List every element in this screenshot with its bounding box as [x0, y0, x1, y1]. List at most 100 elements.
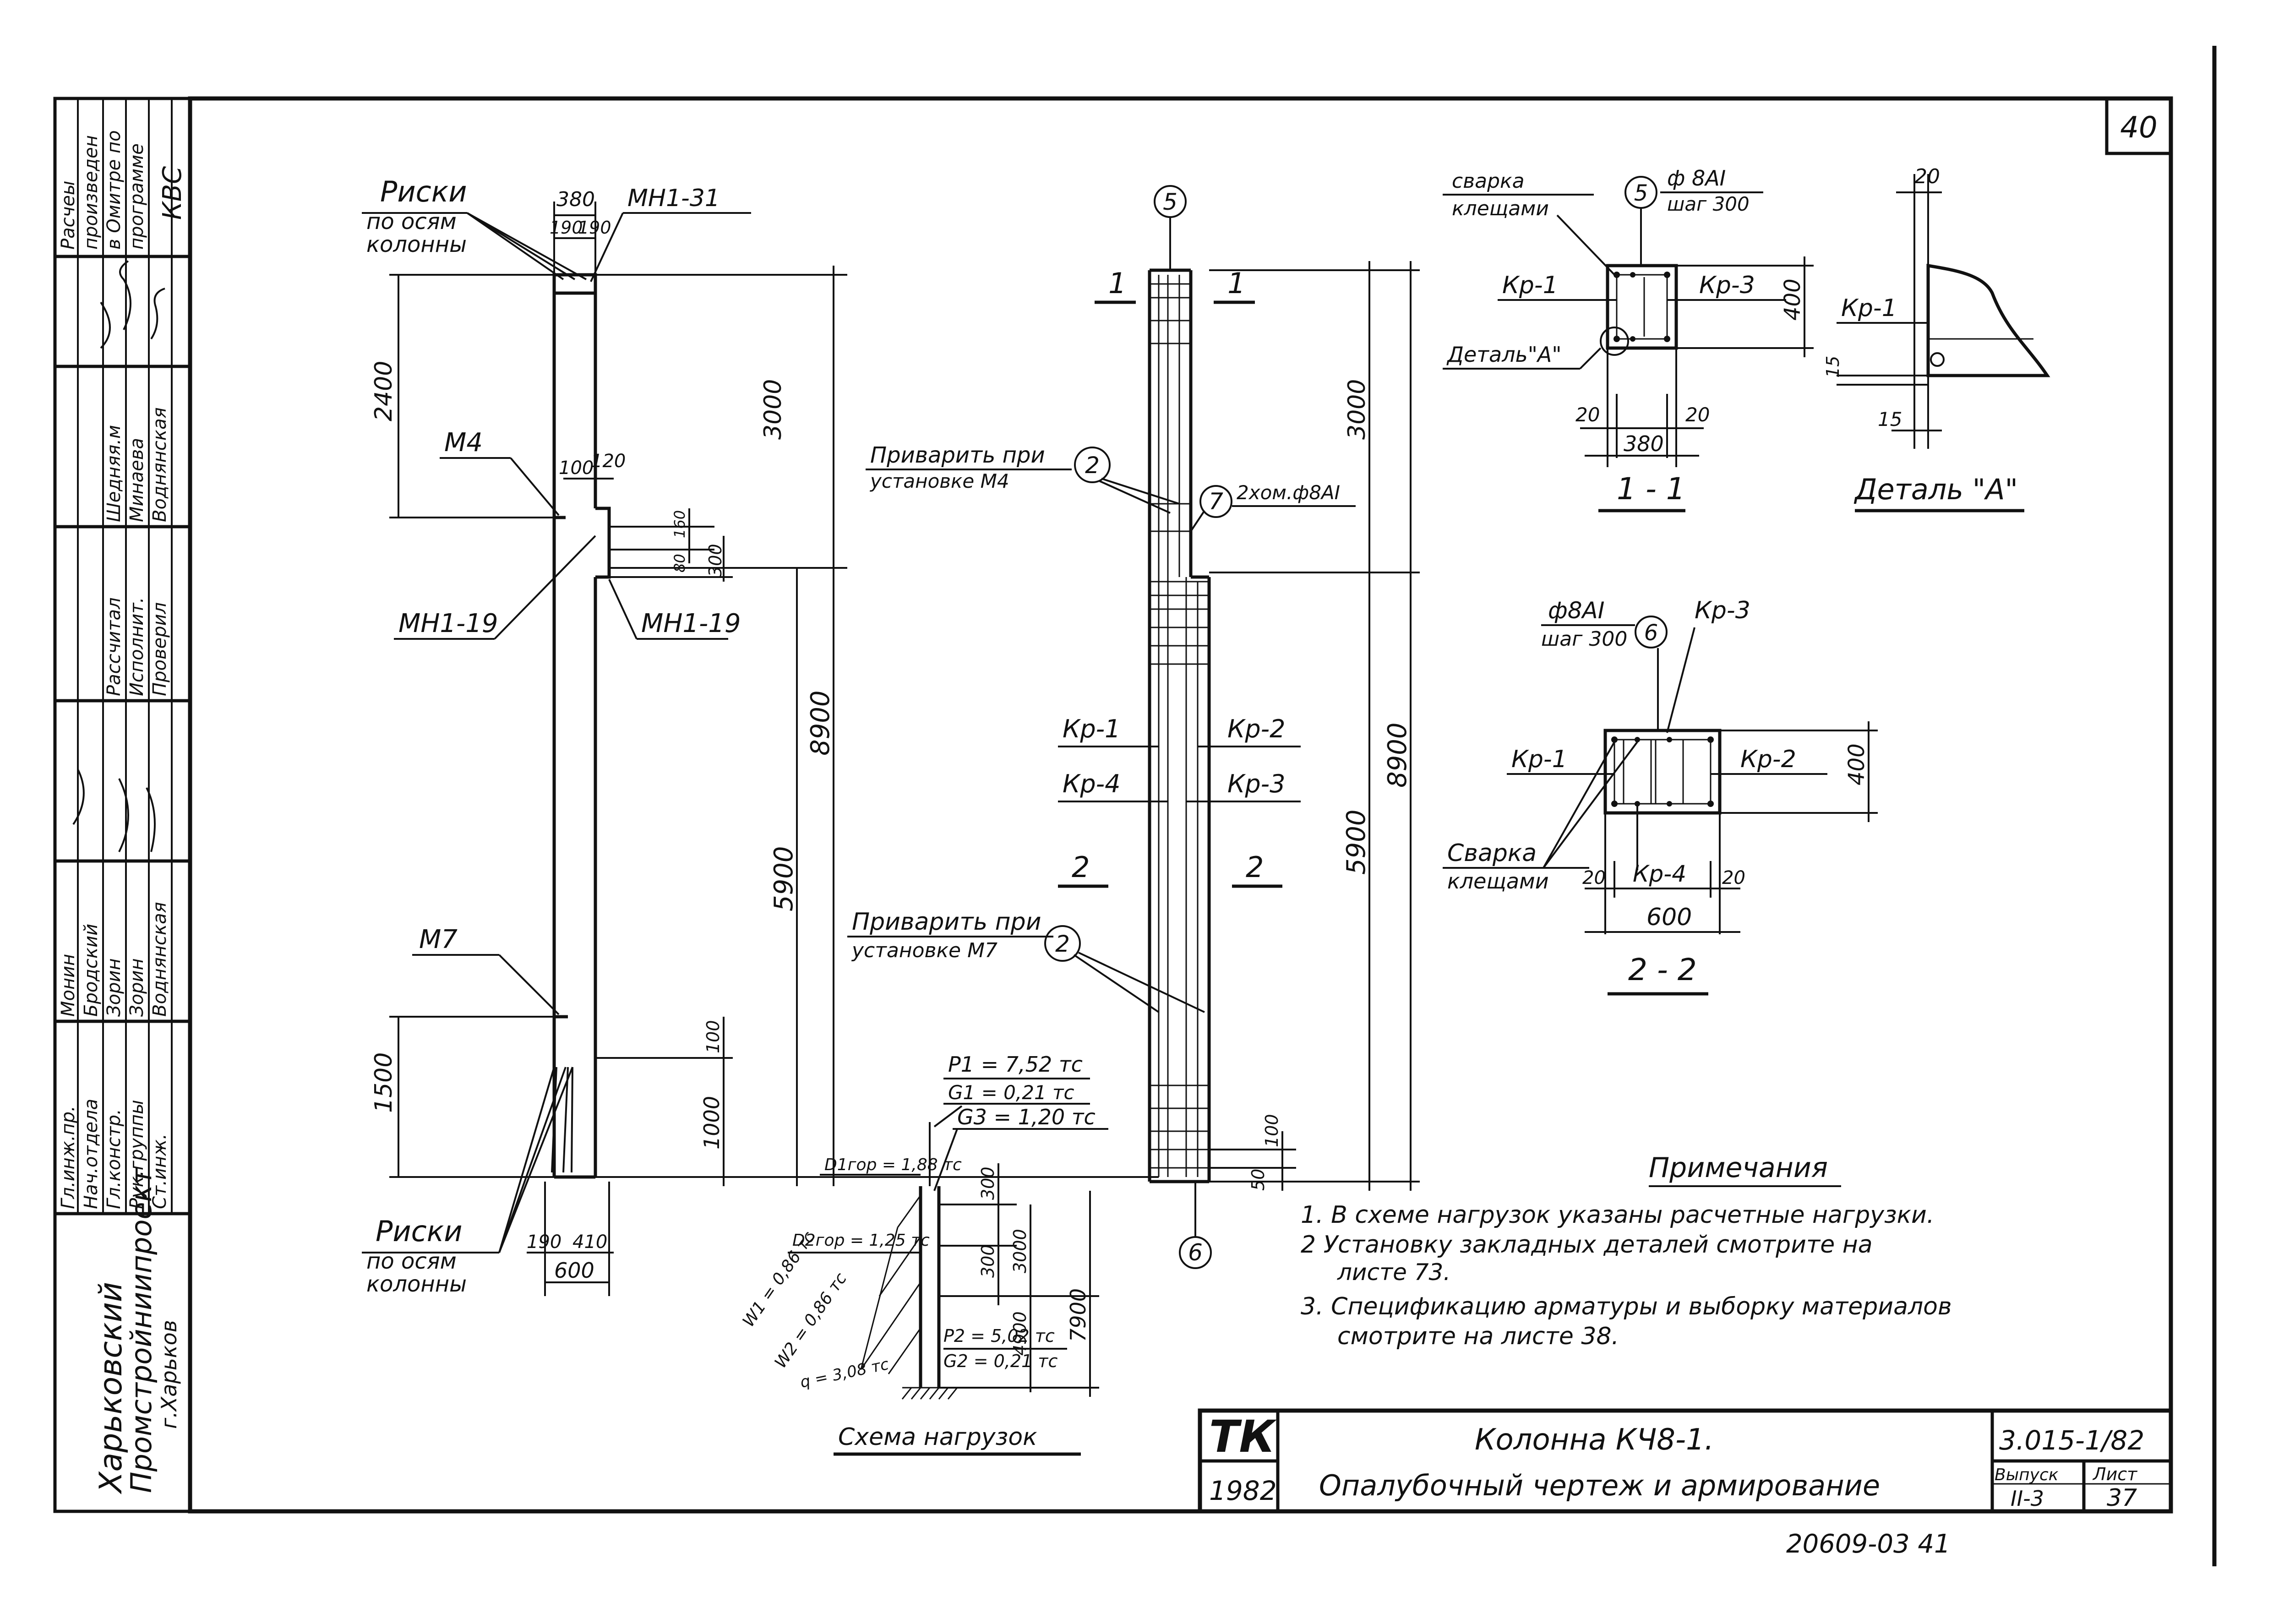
stamp-rows-1: Гл.инж.пр. Монин Нач.отдела Бродский Гл.…: [58, 902, 170, 1209]
label-kr3: Кр-3: [1227, 769, 1285, 798]
svg-text:3000: 3000: [759, 379, 787, 440]
issue-label: Выпуск: [1995, 1466, 2059, 1484]
stamp-signatures: [72, 260, 165, 852]
label-step-s1: шаг 300: [1667, 193, 1750, 215]
label-bar-7: 2хом.ф8АI: [1237, 481, 1340, 504]
label-riski-bot: Риски: [376, 1215, 463, 1248]
load-p1: P1 = 7,52 тс: [948, 1052, 1083, 1077]
svg-text:Воднянская: Воднянская: [149, 902, 170, 1017]
svg-text:Проверил: Проверил: [149, 602, 170, 696]
note-weld-m7-2: установке М7: [851, 939, 998, 962]
label-riski-top: Риски: [380, 175, 467, 208]
svg-text:100: 100: [703, 1020, 723, 1053]
issue-value: II-3: [2011, 1486, 2044, 1511]
wind-hatch: [860, 1195, 921, 1374]
load-p2: P2 = 5,02 тс: [943, 1326, 1055, 1346]
label-m7: М7: [419, 925, 458, 954]
svg-text:100: 100: [559, 458, 594, 479]
label-mn1-31: МН1-31: [627, 185, 720, 212]
position-5-s1: 5: [1634, 180, 1648, 206]
load-g2: G2 = 0,21 тс: [943, 1351, 1057, 1371]
svg-text:80: 80: [671, 554, 688, 572]
label-mn1-19-right: МН1-19: [641, 609, 741, 638]
svg-text:Расчеы: Расчеы: [58, 181, 79, 250]
label-kr1-s2: Кр-1: [1511, 746, 1567, 773]
label-bar-s1: ф 8АI: [1667, 166, 1726, 191]
note-weld-m4-1: Приварить при: [870, 442, 1045, 468]
series-code: 3.015-1/82: [1999, 1425, 2144, 1456]
reinforcement-elevation: 5 6 1 1 2 2 Приварить при установке М4 2…: [847, 185, 1420, 1269]
svg-text:4900: 4900: [1010, 1311, 1030, 1356]
sheet-value: 37: [2107, 1484, 2137, 1512]
svg-text:20: 20: [1914, 165, 1940, 188]
svg-text:Гл.констр.: Гл.констр.: [104, 1109, 125, 1209]
svg-text:20: 20: [1685, 403, 1710, 426]
position-7-marker: 7: [1209, 488, 1223, 515]
note-1: 1. В схеме нагрузок указаны расчетные на…: [1301, 1201, 1934, 1229]
svg-text:190: 190: [550, 218, 583, 238]
load-q: q = 3,08 тс: [799, 1355, 891, 1392]
label-m4: М4: [444, 428, 483, 458]
position-2b-marker: 2: [1055, 931, 1070, 957]
svg-text:5900: 5900: [769, 846, 799, 911]
ground-hatch: [901, 1387, 962, 1400]
svg-text:15: 15: [1878, 408, 1902, 431]
svg-text:8900: 8900: [806, 690, 835, 756]
section-2-2: ф8АI шаг 300 6 Кр-3 Кр-1 Кр-2 400 Сварка…: [1443, 597, 1878, 996]
svg-text:410: 410: [572, 1232, 607, 1253]
svg-text:400: 400: [1780, 278, 1805, 321]
label-step-s2: шаг 300: [1541, 627, 1627, 651]
label-kr3-s2: Кр-3: [1695, 597, 1750, 624]
svg-text:100: 100: [1262, 1114, 1282, 1147]
label-mn1-19-left: МН1-19: [398, 609, 498, 638]
svg-text:50: 50: [1248, 1169, 1268, 1191]
svg-text:160: 160: [671, 510, 688, 538]
note-2: 2 Установку закладных деталей смотрите н…: [1301, 1231, 1873, 1259]
load-scheme: P1 = 7,52 тс G1 = 0,21 тс G3 = 1,20 тс D…: [739, 1052, 1108, 1456]
svg-text:Исполнит.: Исполнит.: [126, 597, 147, 696]
sheet-frame: [55, 46, 2217, 1566]
svg-text:Воднянская: Воднянская: [149, 407, 170, 522]
svg-text:7900: 7900: [1066, 1288, 1090, 1342]
note-weld-m4-2: установке М4: [869, 470, 1009, 492]
svg-text:15: 15: [1823, 356, 1843, 378]
label-kleshchami-2: клещами: [1447, 869, 1549, 894]
column-elevation: Риски по осям колонны МН1-31 380 190 190…: [362, 175, 1159, 1297]
svg-text:400: 400: [1844, 743, 1870, 785]
svg-text:Рук.группы: Рук.группы: [126, 1100, 147, 1209]
svg-text:120: 120: [591, 451, 626, 472]
svg-text:Зорин: Зорин: [126, 958, 147, 1017]
note-2-cont: листе 73.: [1337, 1259, 1450, 1286]
svg-text:Ст.инж.: Ст.инж.: [149, 1134, 170, 1209]
cut-1-right: 1: [1227, 267, 1245, 300]
sheet-number-box: 40: [2105, 97, 2173, 155]
label-kleshchami-1: клещами: [1452, 197, 1549, 220]
svg-text:Зорин: Зорин: [104, 958, 125, 1017]
cut-2-left: 2: [1072, 850, 1090, 884]
notes-title: Примечания: [1649, 1152, 1828, 1184]
stamp-calc-note: Расчеы произведен в Омитре по программе …: [58, 130, 187, 250]
load-scheme-title: Схема нагрузок: [838, 1423, 1037, 1451]
svg-text:3000: 3000: [1343, 379, 1371, 440]
position-2a-marker: 2: [1085, 452, 1100, 479]
detail-a-title: Деталь "А": [1853, 473, 2018, 506]
notes: Примечания 1. В схеме нагрузок указаны р…: [1301, 1152, 1952, 1350]
label-svarka-1: сварка: [1452, 169, 1525, 193]
cut-2-right: 2: [1246, 850, 1264, 884]
svg-text:20: 20: [1582, 867, 1606, 888]
svg-text:300: 300: [705, 544, 725, 577]
label-kr1: Кр-1: [1063, 714, 1120, 743]
svg-text:Бродский: Бродский: [81, 924, 102, 1017]
svg-text:Гл.инж.пр.: Гл.инж.пр.: [58, 1106, 79, 1209]
title-line-2: Опалубочный чертеж и армирование: [1319, 1469, 1880, 1502]
position-6-s2: 6: [1644, 620, 1658, 646]
svg-text:380: 380: [1624, 431, 1664, 456]
svg-text:КВС: КВС: [158, 166, 187, 220]
svg-text:3000: 3000: [1010, 1229, 1030, 1273]
svg-text:Шедняя.м: Шедняя.м: [104, 425, 125, 522]
svg-text:Монин: Монин: [58, 954, 79, 1017]
svg-text:5900: 5900: [1341, 809, 1371, 875]
svg-text:600: 600: [554, 1258, 594, 1283]
tk-logo: ТК: [1209, 1411, 1277, 1462]
